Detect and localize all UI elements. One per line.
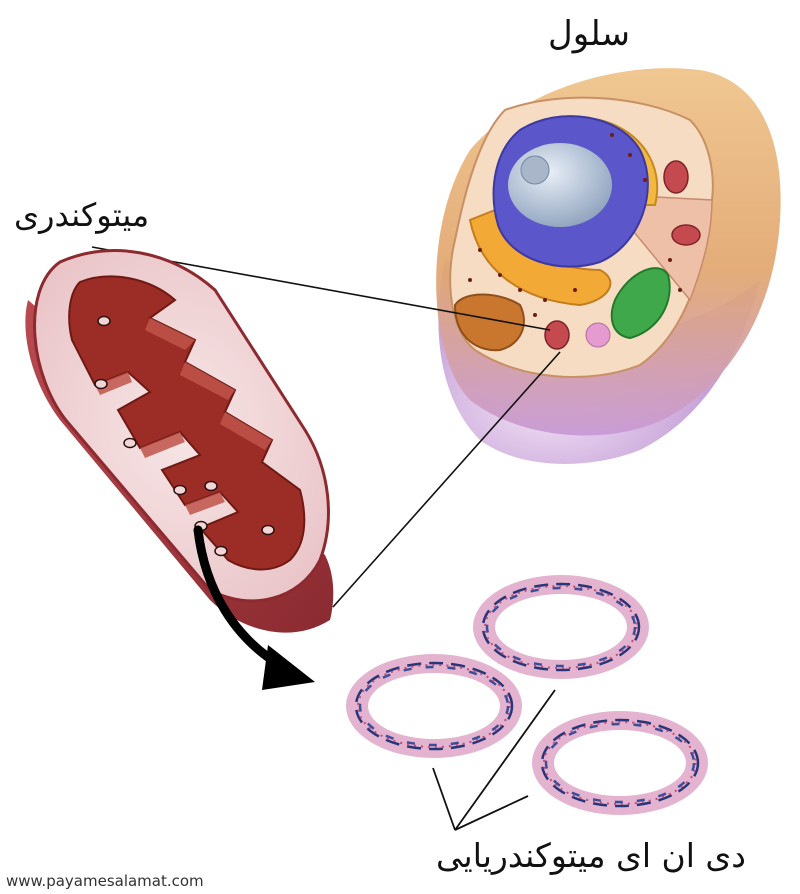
cell-label: سلول bbox=[548, 14, 631, 54]
mitochondria-label: میتوکندری bbox=[14, 196, 150, 234]
cell-mitochondrion-1 bbox=[663, 160, 689, 194]
connector-cell-to-dna bbox=[332, 351, 561, 608]
dna-ring-left bbox=[346, 654, 522, 758]
green-organelle bbox=[610, 267, 671, 340]
mitochondrion bbox=[25, 249, 334, 633]
cell-mitochondrion-2 bbox=[671, 224, 701, 246]
mitochondrial-dna-label: دی ان ای میتوکندریایی bbox=[436, 836, 746, 875]
dna-ring-top bbox=[473, 575, 649, 679]
nucleolus bbox=[520, 155, 550, 185]
matrix-dna-circles bbox=[94, 315, 275, 557]
cristae-highlights bbox=[95, 318, 272, 515]
cell-cut-wall bbox=[619, 194, 713, 302]
cell bbox=[436, 68, 781, 464]
dna-ring-right bbox=[532, 711, 708, 815]
lysosome-cluster bbox=[453, 293, 525, 352]
pink-vesicle bbox=[585, 322, 611, 348]
dna-label-pointers bbox=[432, 689, 556, 831]
ribosome-dots bbox=[468, 133, 682, 317]
nucleus-inner bbox=[508, 143, 612, 227]
cell-mitochondrion-3 bbox=[544, 320, 570, 350]
watermark-url: www.payamesalamat.com bbox=[6, 872, 204, 890]
curved-arrow-icon bbox=[193, 525, 315, 690]
